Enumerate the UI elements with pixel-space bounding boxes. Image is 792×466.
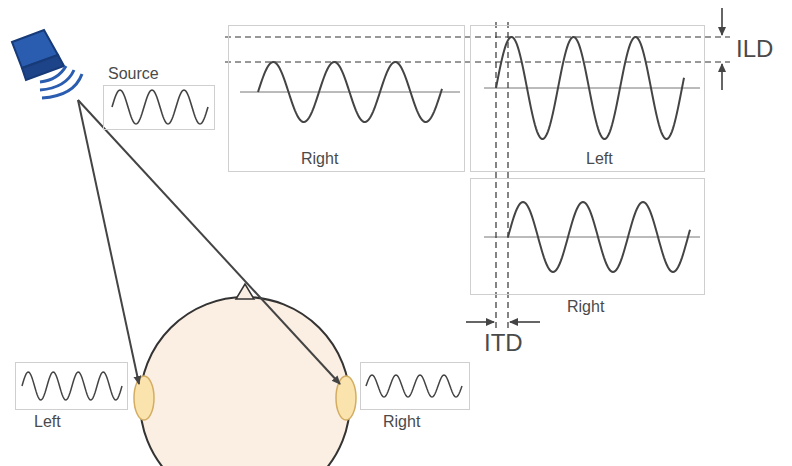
waveform-panel: Right (228, 25, 465, 172)
ear-signal-panel: Left (15, 362, 128, 410)
dimension-label: ITD (484, 330, 523, 356)
waveform (366, 375, 462, 397)
guide-line (225, 61, 730, 62)
guide-line (225, 36, 730, 37)
panel-caption: Right (301, 150, 338, 168)
speaker-icon (12, 30, 82, 98)
waveform (258, 62, 442, 122)
dimension-arrow (721, 64, 723, 90)
waveform (496, 37, 684, 139)
panel-caption: Left (586, 150, 613, 168)
panel-caption: Left (34, 413, 61, 431)
panel-caption: Right (567, 298, 604, 316)
waveform-panel: Source (103, 85, 215, 130)
head-figure (134, 284, 356, 466)
axis-line (484, 237, 700, 238)
waveform (112, 90, 208, 124)
guide-line (507, 22, 508, 330)
panel-caption: Source (108, 65, 159, 83)
waveform-panel: Left (470, 25, 705, 172)
dimension-arrow (721, 8, 723, 35)
panel-caption: Right (383, 413, 420, 431)
waveform (22, 372, 122, 400)
dimension-arrow (510, 321, 540, 323)
ear-signal-panel: Right (360, 362, 470, 410)
dimension-label: ILD (736, 36, 773, 62)
guide-line (495, 22, 496, 330)
axis-line (484, 88, 700, 89)
sound-path (78, 100, 340, 384)
waveform-panel: Right (470, 178, 705, 295)
dimension-arrow (466, 321, 494, 323)
sound-path (78, 100, 139, 384)
waveform (508, 202, 690, 272)
